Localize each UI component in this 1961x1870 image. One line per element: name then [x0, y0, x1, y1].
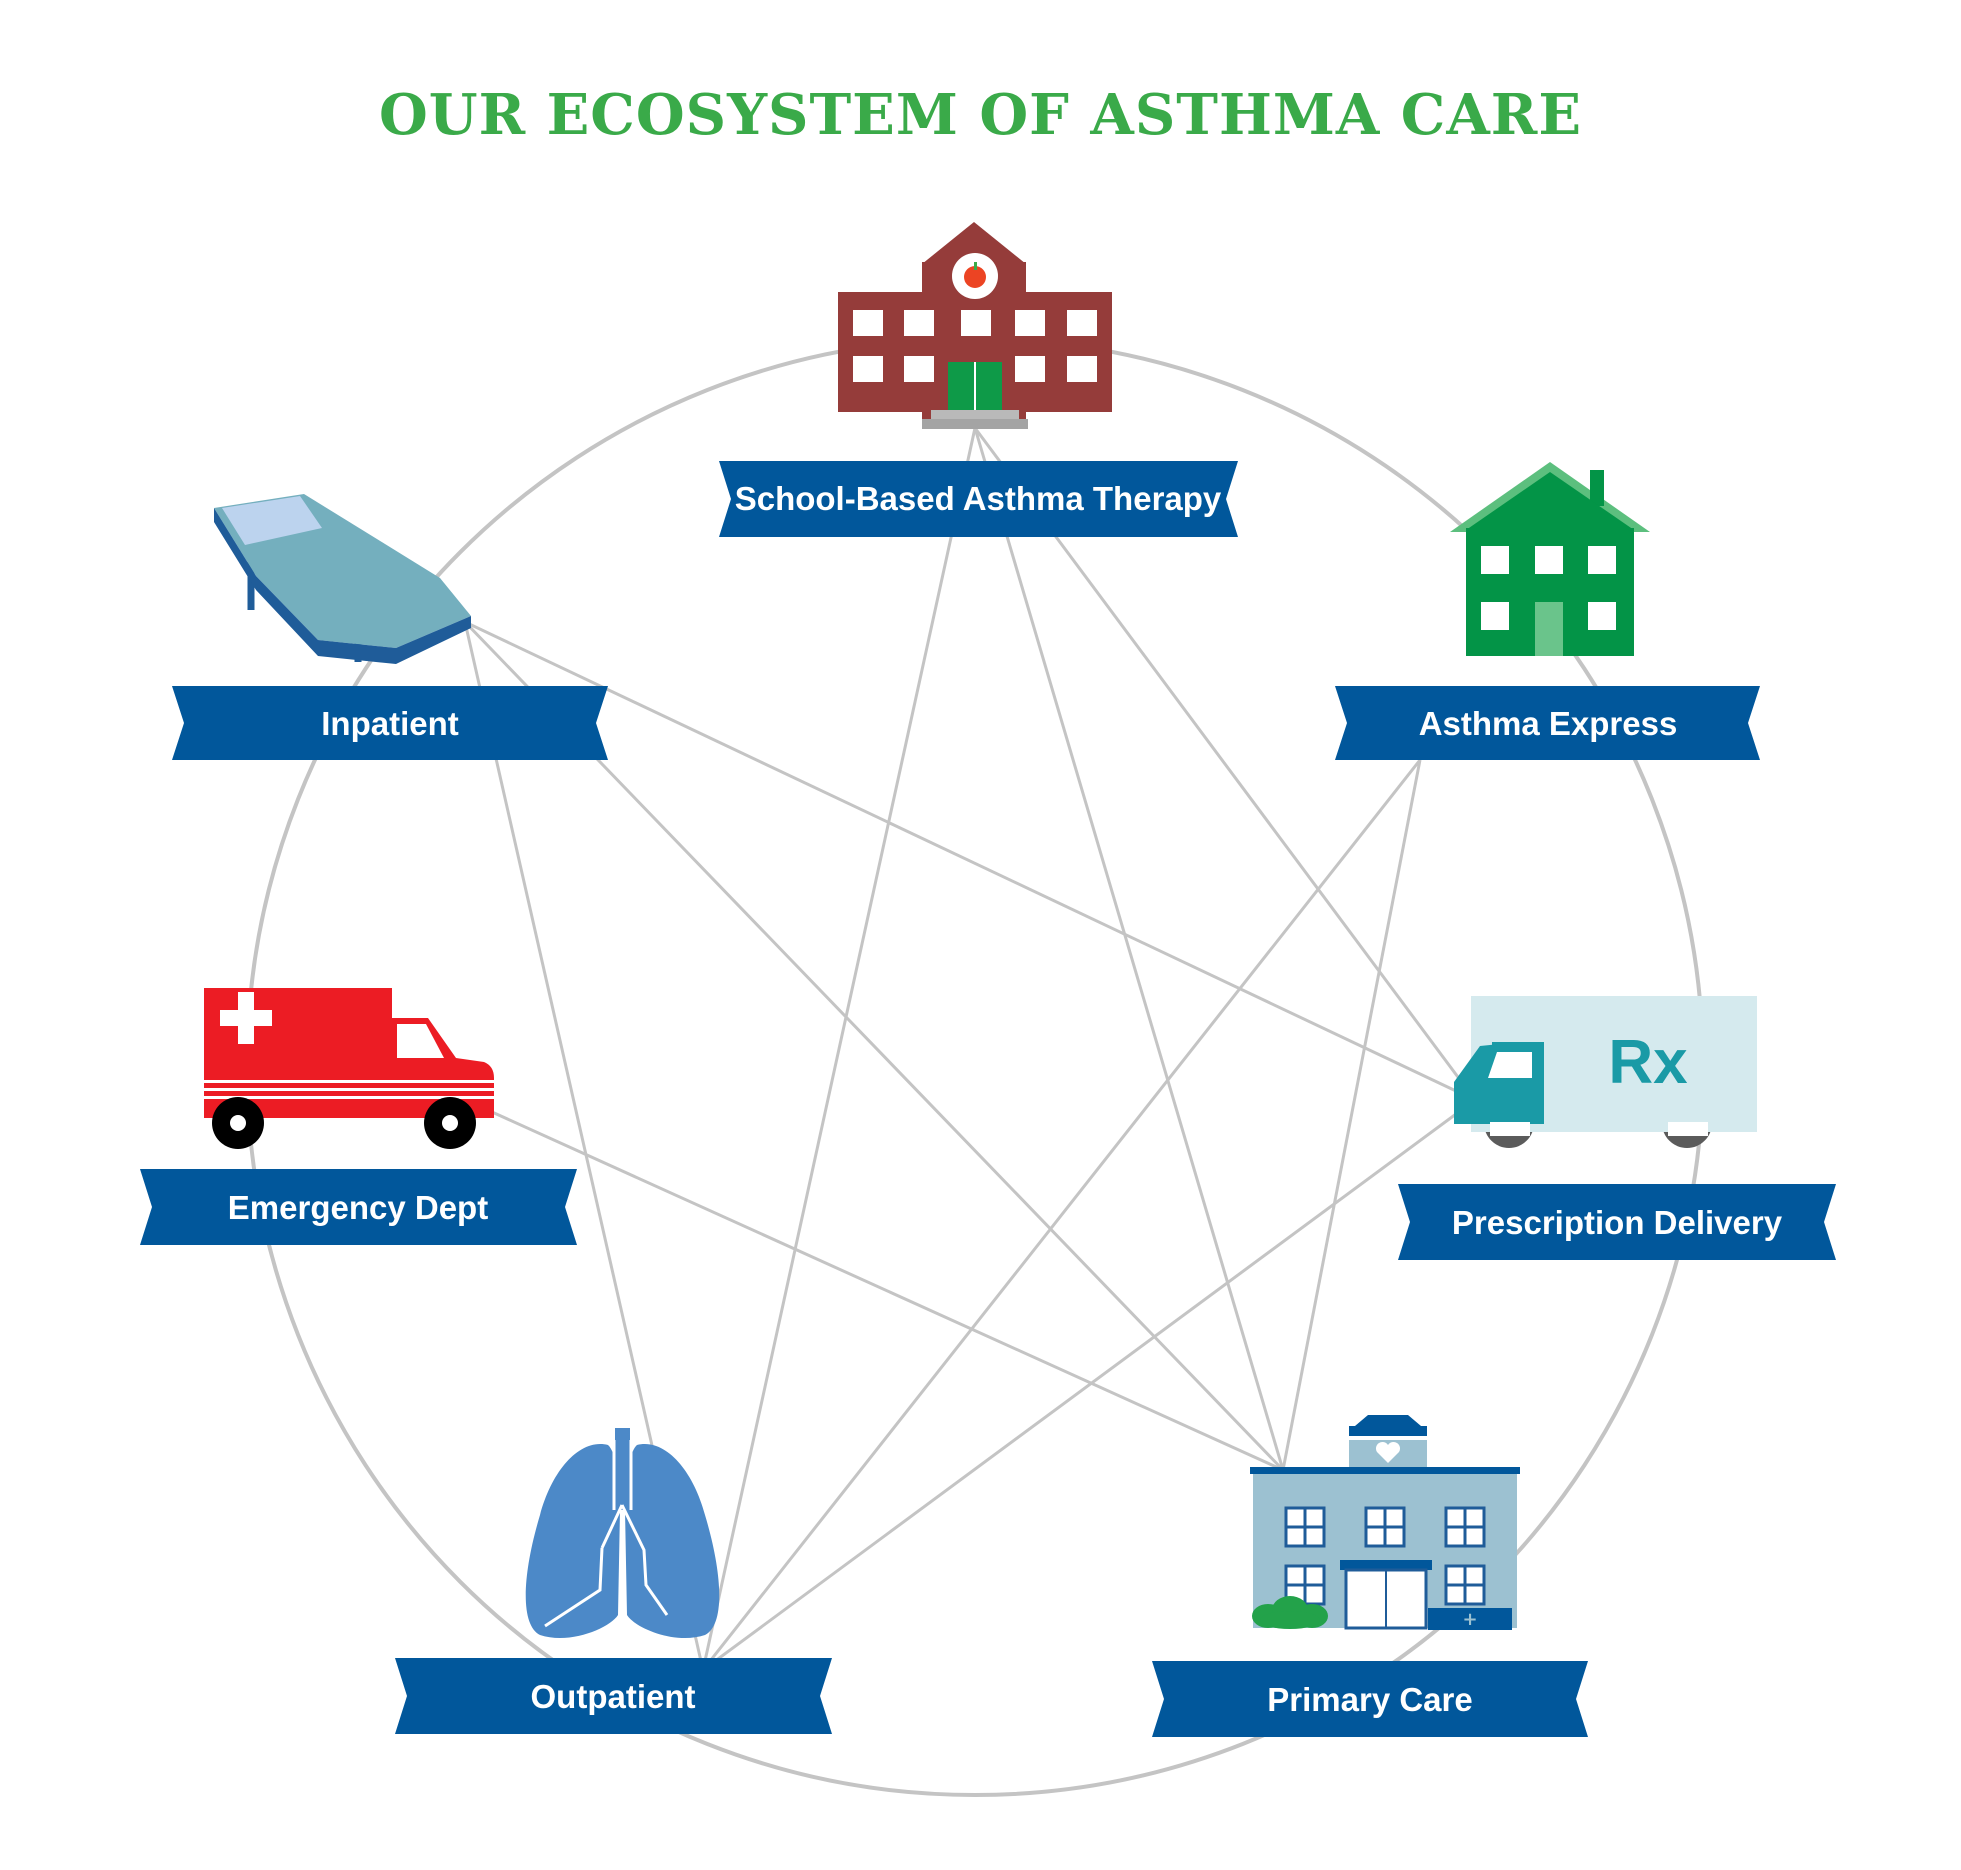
banner-label-outpatient: Outpatient [531, 1678, 696, 1715]
lungs-icon [525, 1428, 720, 1639]
connection-prescription-outpatient [702, 1098, 1476, 1672]
connection-school-primary-care [973, 427, 1285, 1471]
banner-emergency: Emergency Dept [140, 1169, 577, 1245]
node-school: School-Based Asthma Therapy [719, 222, 1238, 537]
banner-label-asthma-express: Asthma Express [1419, 705, 1678, 742]
clinic-icon: + [1250, 1415, 1520, 1630]
connection-school-outpatient [701, 427, 977, 1671]
node-prescription: Rx Prescription Delivery [1398, 996, 1836, 1260]
banner-school: School-Based Asthma Therapy [719, 461, 1238, 537]
node-primary-care: + Primary Care [1152, 1415, 1588, 1737]
banner-asthma-express: Asthma Express [1335, 686, 1760, 760]
house-icon [1450, 462, 1650, 656]
connection-inpatient-primary-care [463, 620, 1285, 1472]
ambulance-icon [204, 988, 494, 1149]
banner-primary-care: Primary Care [1152, 1661, 1588, 1737]
diagram-title: OUR ECOSYSTEM OF ASTHMA CARE [378, 82, 1583, 148]
banner-label-primary-care: Primary Care [1267, 1681, 1472, 1718]
banner-outpatient: Outpatient [395, 1658, 832, 1734]
connection-school-prescription [973, 427, 1477, 1101]
node-inpatient: Inpatient [172, 494, 608, 760]
node-outpatient: Outpatient [395, 1428, 832, 1734]
banner-inpatient: Inpatient [172, 686, 608, 760]
node-emergency: Emergency Dept [140, 988, 577, 1245]
banner-label-emergency: Emergency Dept [228, 1189, 488, 1226]
rx-label: Rx [1608, 1028, 1688, 1097]
connection-asthma-express-outpatient [701, 759, 1422, 1671]
banner-label-inpatient: Inpatient [321, 705, 459, 742]
svg-text:+: + [1462, 1609, 1477, 1630]
node-asthma-express: Asthma Express [1335, 462, 1760, 760]
connection-emergency-primary-care [491, 1110, 1284, 1472]
hospital-bed-icon [214, 494, 471, 664]
delivery-truck-icon: Rx [1454, 996, 1757, 1148]
school-icon [838, 222, 1112, 429]
connection-inpatient-prescription [464, 620, 1476, 1102]
banner-label-school: School-Based Asthma Therapy [735, 480, 1222, 517]
connection-asthma-express-primary-care [1281, 759, 1422, 1471]
banner-label-prescription: Prescription Delivery [1452, 1204, 1783, 1241]
banner-prescription: Prescription Delivery [1398, 1184, 1836, 1260]
